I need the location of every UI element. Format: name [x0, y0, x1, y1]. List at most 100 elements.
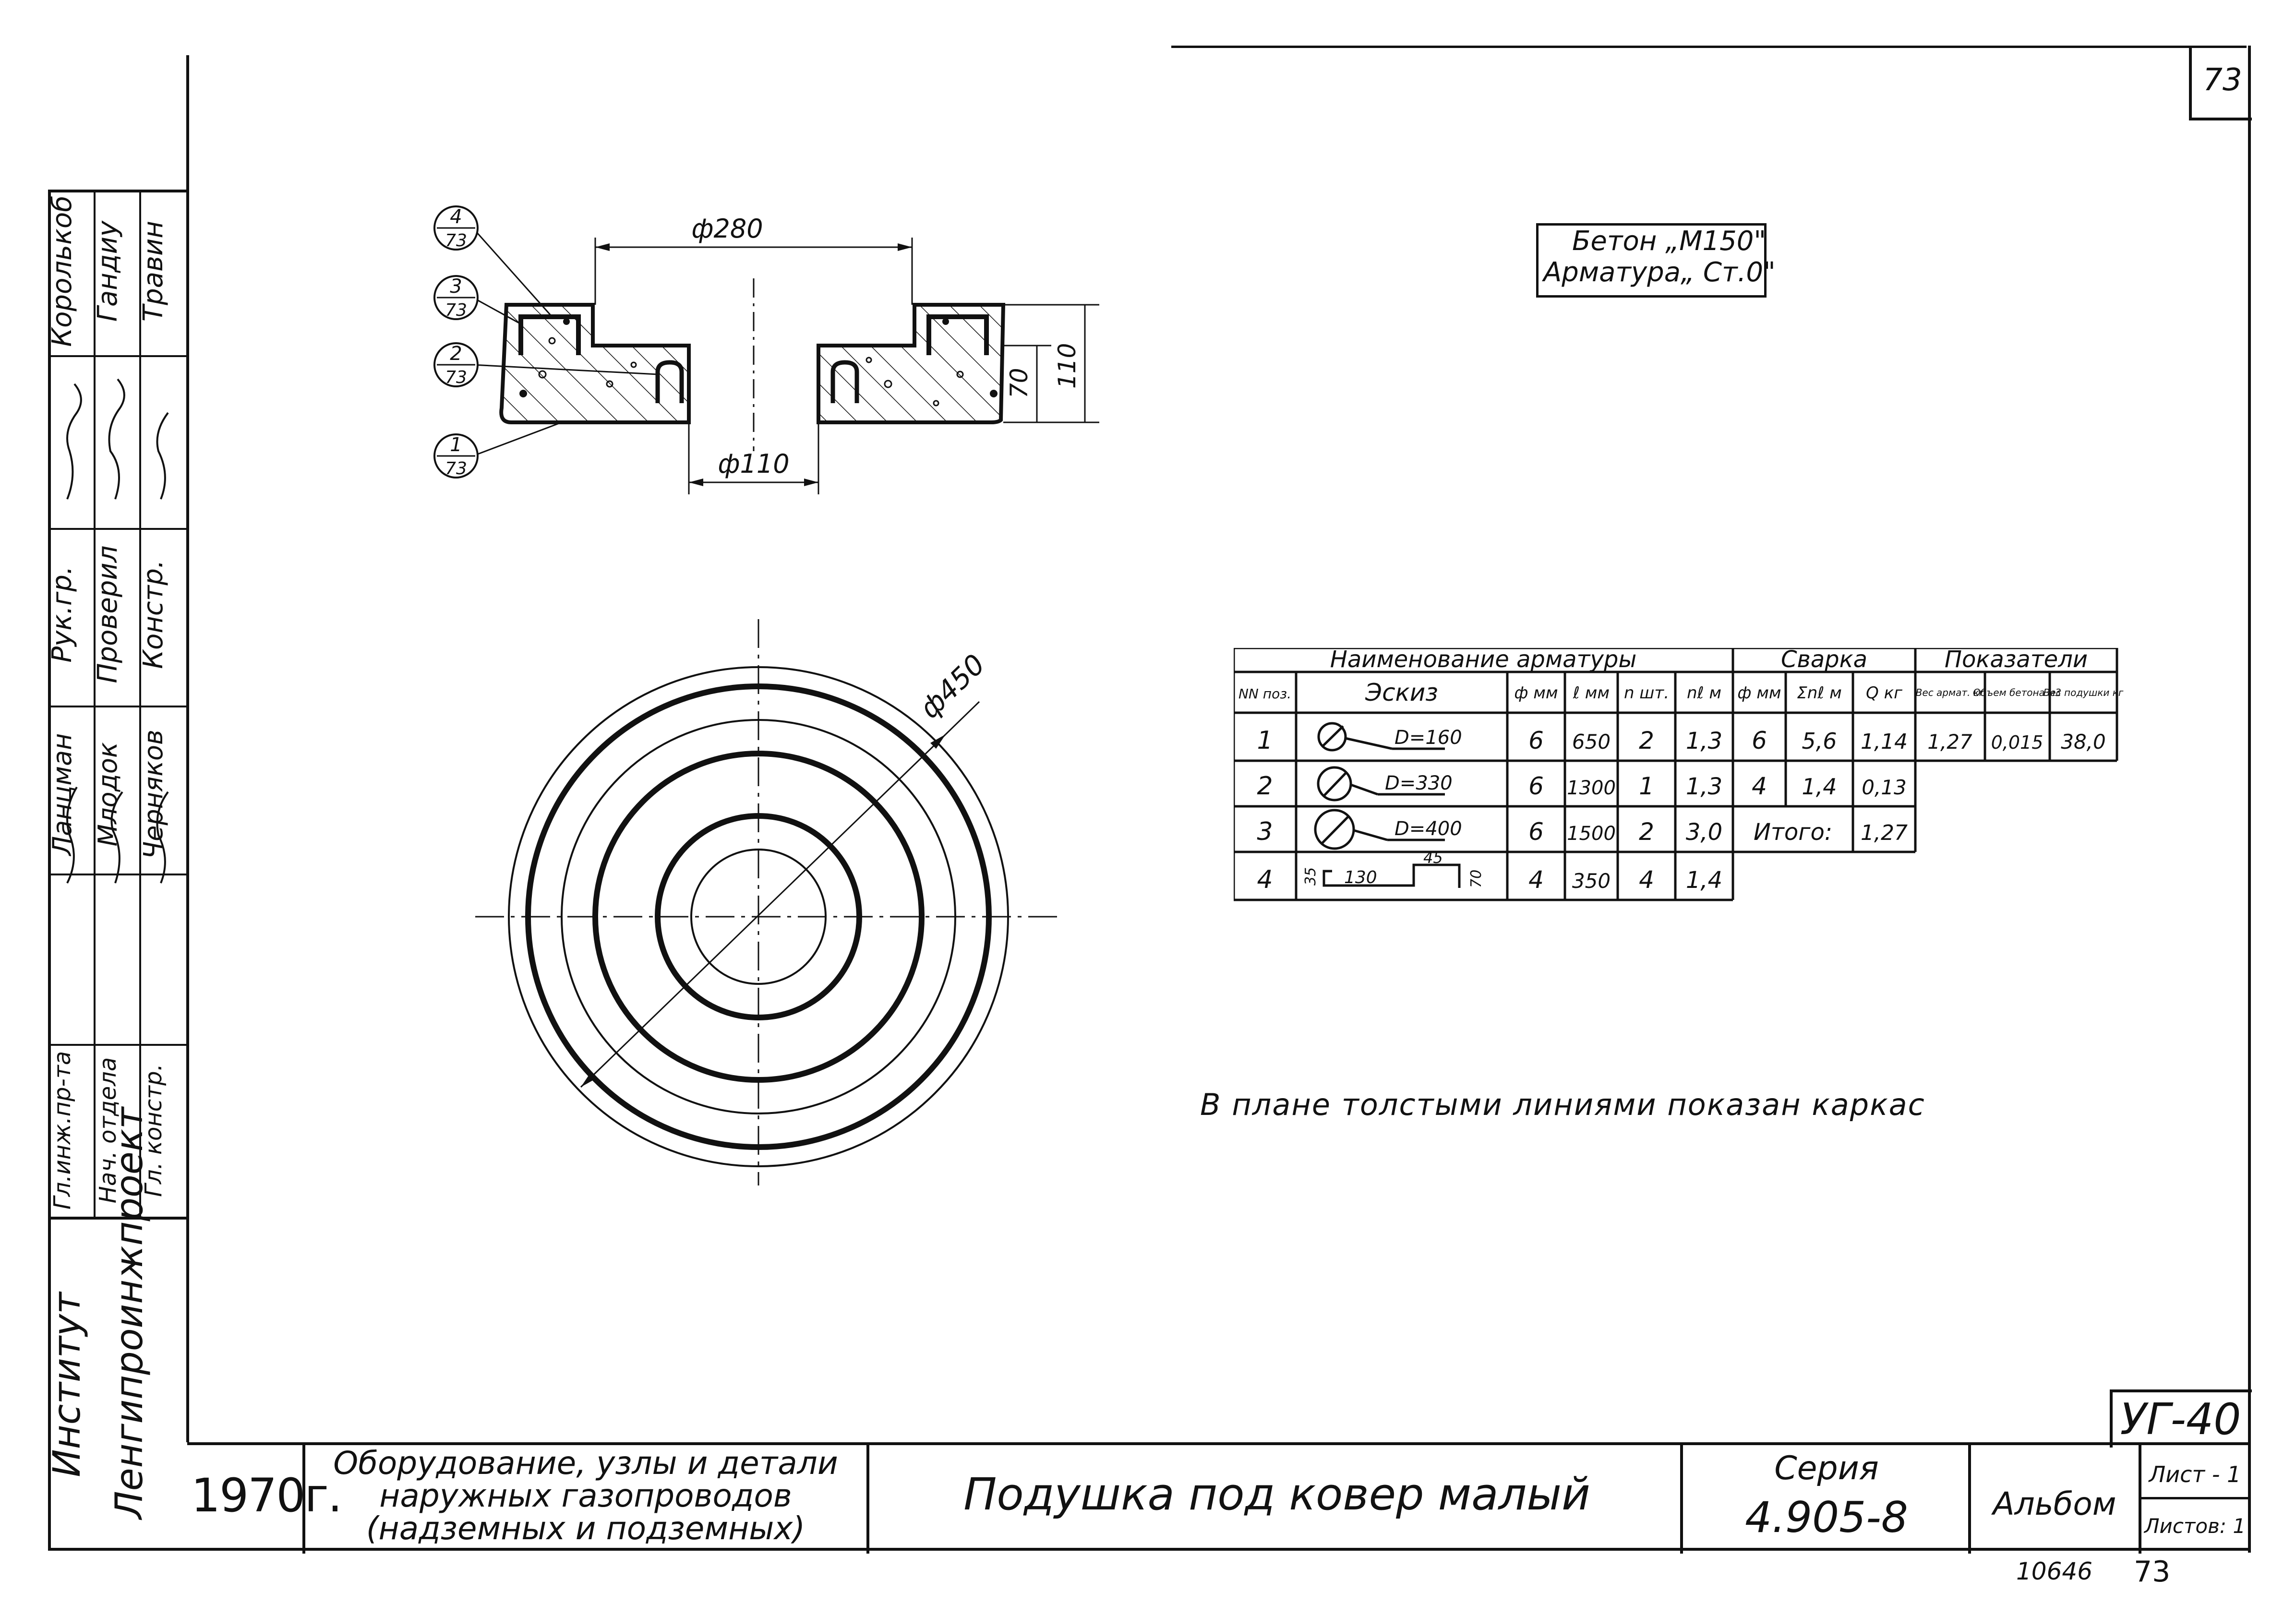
sheet-number: 73	[2203, 62, 2242, 98]
ind-w3: 38,0	[2061, 730, 2106, 754]
sk3: D=400	[1394, 818, 1462, 840]
r2-wphi: 4	[1752, 772, 1767, 800]
ind-w2: 0,015	[1991, 732, 2044, 753]
th-q: Q кг	[1866, 683, 1903, 703]
dim-h1-text: 70	[1005, 368, 1033, 398]
material-concrete: Бетон „М150"	[1572, 226, 1767, 257]
th-group-name: Наименование арматуры	[1330, 648, 1637, 673]
r3-l: 1500	[1567, 823, 1616, 845]
rebar-right-outer	[926, 314, 989, 355]
r4-l: 350	[1572, 869, 1611, 893]
sheet-number-box	[2189, 46, 2252, 120]
frame-bottom-line	[48, 1548, 2251, 1551]
sk4d: 70	[1468, 870, 1485, 888]
plan-drawing: ф450	[475, 619, 1061, 1185]
th-pos: NN поз.	[1238, 686, 1291, 702]
r1-phi: 6	[1528, 727, 1544, 754]
page-bottom-number: 73	[2134, 1555, 2171, 1589]
plan-dim-text: ф450	[913, 648, 991, 725]
th-w1: Вес армат. кг	[1916, 687, 1984, 698]
r2-q: 0,13	[1862, 776, 1907, 799]
institute-2: Ленгипроинжпроект	[108, 1107, 151, 1519]
r1-sum: 5,6	[1802, 728, 1837, 754]
r2-sum: 1,4	[1802, 774, 1837, 800]
dim-h2-text: 110	[1053, 343, 1081, 389]
ind-w1: 1,27	[1927, 730, 1972, 754]
r2-phi: 6	[1528, 772, 1544, 800]
th-l: ℓ мм	[1573, 683, 1610, 703]
r4-pos: 4	[1257, 865, 1273, 894]
sheet-label: Лист - 1	[2149, 1461, 2241, 1487]
th-w2: Объем бетона м3	[1973, 687, 2061, 698]
r2-l: 1300	[1567, 777, 1616, 799]
sheets-label: Листов: 1	[2144, 1514, 2246, 1538]
r3-total-label: Итого:	[1754, 819, 1832, 846]
th-sketch: Эскиз	[1365, 679, 1438, 706]
album-label: Альбом	[1993, 1485, 2116, 1522]
project-line-1: Оборудование, узлы и детали	[333, 1445, 838, 1482]
r3-n: 2	[1639, 818, 1654, 846]
stamp-c-2: Травин	[138, 220, 169, 322]
callout-2-den: 73	[445, 368, 467, 387]
callout-3-num: 3	[450, 275, 462, 298]
material-rebar: Арматура„ Ст.0"	[1543, 257, 1776, 288]
r2-pos: 2	[1257, 772, 1273, 801]
series-value: 4.905-8	[1745, 1493, 1908, 1542]
sk4b: 130	[1344, 868, 1377, 887]
th-nl: nℓ м	[1687, 683, 1721, 703]
r1-n: 2	[1639, 727, 1654, 754]
callout-1-den: 73	[445, 459, 467, 479]
inventory-number: 10646	[2016, 1557, 2093, 1585]
rebar-right-inner	[830, 360, 859, 403]
frame-right-line	[2248, 46, 2251, 1553]
th-n: n шт.	[1624, 683, 1669, 703]
callout-3-den: 73	[445, 300, 467, 320]
frame-left-line	[186, 55, 189, 1442]
year: 1970г.	[191, 1469, 342, 1522]
th-phi: ф мм	[1514, 683, 1558, 703]
callout-4-num: 4	[450, 206, 462, 228]
r3-nl: 3,0	[1686, 819, 1722, 846]
r4-nl: 1,4	[1686, 867, 1722, 894]
institute-1: Институт	[46, 1292, 89, 1477]
callout-1-num: 1	[450, 434, 462, 456]
section-right-body	[817, 303, 1006, 424]
callout-4-den: 73	[445, 231, 467, 251]
r3-pos: 3	[1257, 817, 1273, 846]
drawing-title: Подушка под ковер малый	[963, 1469, 1590, 1520]
r4-phi: 4	[1528, 866, 1544, 894]
section-drawing: ф280 ф110 70 110 4 73 3 73 2 73 1 73	[433, 205, 1099, 494]
rebar-table: Наименование арматуры Сварка Показатели …	[1234, 648, 2124, 901]
stamp-c-1: Гандиу	[92, 220, 123, 322]
sk2: D=330	[1385, 772, 1453, 794]
r1-pos: 1	[1257, 726, 1273, 755]
code: УГ-40	[2120, 1394, 2241, 1445]
project-line-3: (надземных и подземных)	[366, 1510, 805, 1547]
callout-2-num: 2	[450, 343, 462, 365]
r1-l: 650	[1572, 730, 1611, 754]
th-wphi: ф мм	[1737, 683, 1781, 703]
rebar-left-outer	[518, 314, 581, 355]
r3-total: 1,27	[1861, 821, 1908, 845]
r2-nl: 1,3	[1686, 773, 1722, 800]
section-left-body	[499, 303, 691, 424]
frame-top-line	[1171, 46, 2247, 48]
material-box	[1536, 223, 1767, 298]
title-block	[187, 1442, 2251, 1554]
th-group-ind: Показатели	[1945, 648, 2088, 673]
plan-note: В плане толстыми линиями показан каркас	[1200, 1087, 1925, 1122]
stamp-c-0: Королькоб	[47, 195, 78, 347]
r3-phi: 6	[1528, 818, 1544, 846]
rebar-left-inner	[655, 360, 684, 403]
code-box	[2110, 1389, 2252, 1448]
r4-n: 4	[1639, 866, 1654, 894]
sk1: D=160	[1394, 727, 1462, 749]
r1-wphi: 6	[1752, 727, 1767, 754]
r1-q: 1,14	[1861, 730, 1908, 754]
r2-n: 1	[1639, 772, 1654, 800]
th-w3: Вес подушки кг	[2044, 687, 2124, 698]
project-line-2: наружных газопроводов	[379, 1477, 792, 1514]
dim-bottom-text: ф110	[718, 449, 789, 479]
dim-top-text: ф280	[691, 214, 763, 244]
series-label: Серия	[1774, 1449, 1879, 1487]
